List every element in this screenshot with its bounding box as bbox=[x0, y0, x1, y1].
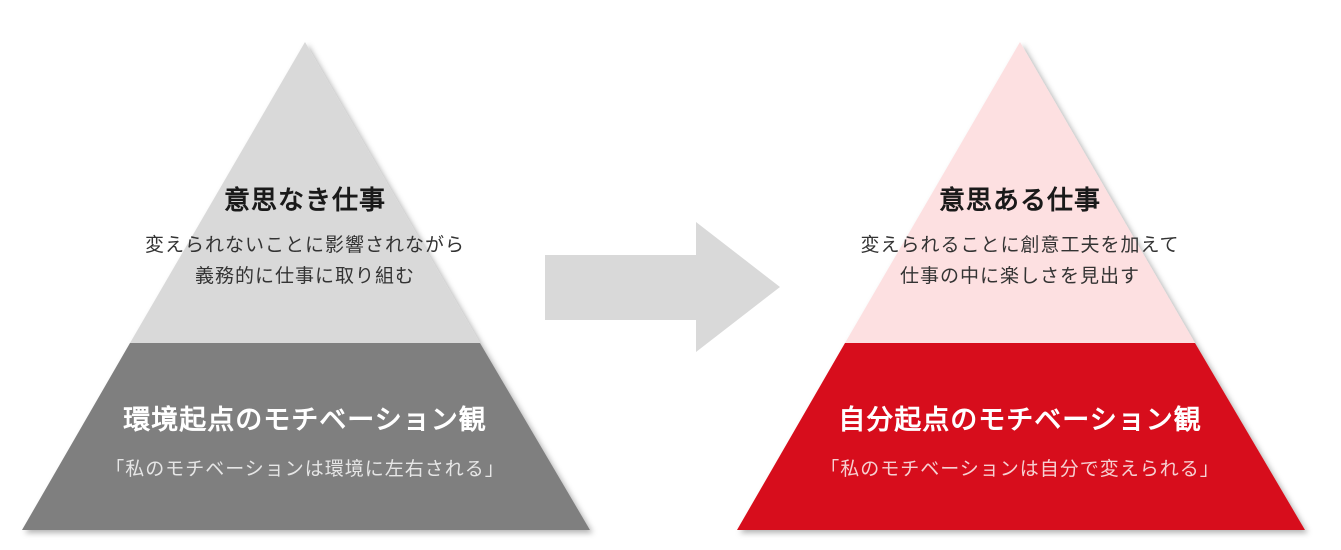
left-bottom-quote: 「私のモチベーションは環境に左右される」 bbox=[105, 458, 505, 480]
right-pyramid-bottom bbox=[737, 343, 1305, 530]
left-desc-line: 変えられないことに影響されながら bbox=[144, 234, 466, 256]
right-desc-line: 変えられることに創意工夫を加えて bbox=[860, 234, 1180, 256]
left-top-title: 意思なき仕事 bbox=[223, 186, 387, 216]
right-bottom-title: 自分起点のモチベーション観 bbox=[838, 405, 1202, 436]
arrow-right-icon bbox=[545, 222, 780, 352]
left-top-desc: 変えられないことに影響されながら 義務的に仕事に取り組む bbox=[145, 230, 465, 292]
right-top-title: 意思ある仕事 bbox=[938, 186, 1102, 216]
right-pyramid-top bbox=[845, 42, 1195, 343]
left-pyramid-bottom bbox=[22, 343, 590, 530]
right-desc-line: 仕事の中に楽しさを見出す bbox=[899, 265, 1140, 287]
right-top-desc: 変えられることに創意工夫を加えて 仕事の中に楽しさを見出す bbox=[860, 230, 1179, 292]
left-desc-line: 義務的に仕事に取り組む bbox=[194, 265, 416, 287]
left-bottom-title: 環境起点のモチベーション観 bbox=[123, 405, 487, 436]
left-pyramid-top bbox=[130, 42, 480, 343]
right-bottom-quote: 「私のモチベーションは自分で変えられる」 bbox=[820, 458, 1220, 480]
